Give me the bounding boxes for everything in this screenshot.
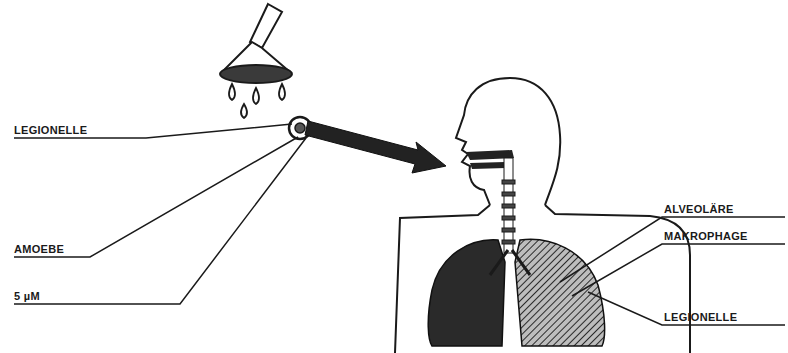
legionella (295, 123, 305, 133)
trachea-ring (502, 192, 515, 196)
part-label: ALVEOLÄRE (664, 203, 734, 216)
droplet (241, 104, 247, 118)
part-label: LEGIONELLE (14, 124, 87, 137)
leader-lines (14, 124, 785, 325)
part-label: AMOEBE (14, 243, 64, 256)
leader-line (14, 137, 298, 257)
trachea-ring (502, 216, 515, 220)
part-label: MAKROPHAGE (664, 230, 748, 243)
droplet (279, 84, 285, 100)
inhalation-arrow (305, 121, 446, 173)
leader-line (14, 138, 306, 304)
trachea-ring (502, 240, 515, 244)
droplet (253, 88, 259, 104)
leader-line (588, 292, 785, 325)
leader-line (560, 217, 785, 282)
trachea-ring (502, 228, 515, 232)
droplet (229, 84, 235, 100)
droplets (229, 84, 285, 118)
shower-head (220, 4, 292, 83)
trachea-ring (502, 180, 515, 184)
trachea-ring (502, 204, 515, 208)
leader-line (14, 124, 292, 138)
oral-cavity (470, 162, 506, 169)
leader-line (572, 244, 785, 296)
bronchi (490, 250, 530, 275)
left-lung (428, 240, 505, 346)
trachea (502, 158, 515, 253)
part-label: 5 µM (14, 290, 40, 303)
shower-rose (220, 65, 292, 83)
part-label: LEGIONELLE (664, 311, 737, 324)
person-outline (395, 78, 690, 353)
shower-handle (250, 4, 282, 48)
